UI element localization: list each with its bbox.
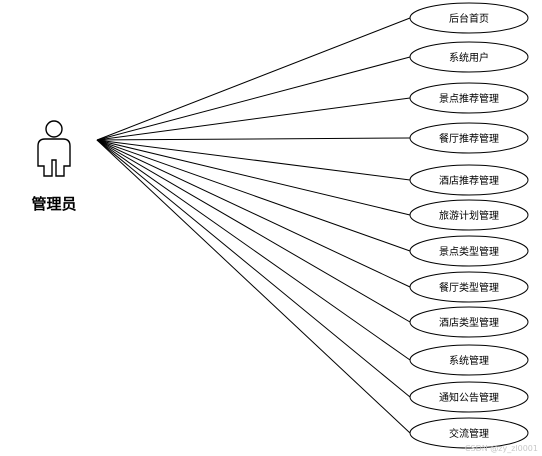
- actor-admin: 管理员: [31, 120, 77, 213]
- use-case: 餐厅推荐管理: [409, 122, 529, 154]
- use-case-label: 交流管理: [449, 427, 489, 440]
- use-case: 旅游计划管理: [409, 199, 529, 231]
- association-line: [96, 137, 411, 141]
- use-case-ellipse: [409, 344, 529, 376]
- use-case-label: 后台首页: [449, 12, 489, 25]
- association-line: [96, 139, 411, 398]
- association-line: [96, 17, 411, 141]
- use-case-ellipse: [409, 164, 529, 196]
- actor-label: 管理员: [31, 195, 76, 213]
- association-line: [96, 139, 411, 288]
- association-line: [96, 139, 411, 361]
- use-case-label: 系统管理: [449, 354, 489, 367]
- use-case: 餐厅类型管理: [409, 271, 529, 303]
- use-case-ellipse: [409, 122, 529, 154]
- use-case: 景点类型管理: [409, 235, 529, 267]
- association-line: [96, 139, 411, 216]
- use-case: 通知公告管理: [409, 381, 529, 413]
- use-case-label: 景点推荐管理: [439, 92, 499, 105]
- use-case-ellipse: [409, 82, 529, 114]
- use-case-label: 餐厅类型管理: [439, 281, 499, 294]
- association-line: [96, 139, 411, 434]
- use-case-label: 旅游计划管理: [439, 209, 499, 222]
- use-case-label: 通知公告管理: [439, 391, 499, 404]
- use-case: 酒店类型管理: [409, 306, 529, 338]
- association-line: [96, 139, 411, 252]
- actor-body: [37, 138, 71, 177]
- association-lines: [96, 17, 411, 434]
- use-case-ellipse: [409, 381, 529, 413]
- association-line: [96, 97, 411, 141]
- use-case: 系统用户: [409, 41, 529, 73]
- use-case-label: 酒店类型管理: [439, 316, 499, 329]
- use-case-ellipse: [409, 271, 529, 303]
- use-case: 后台首页: [409, 2, 529, 34]
- use-case-ellipse: [409, 235, 529, 267]
- association-line: [96, 139, 411, 323]
- association-line: [96, 139, 411, 181]
- use-case-ellipse: [409, 199, 529, 231]
- use-case-list: 后台首页系统用户景点推荐管理餐厅推荐管理酒店推荐管理旅游计划管理景点类型管理餐厅…: [409, 2, 529, 449]
- use-case-label: 酒店推荐管理: [439, 174, 499, 187]
- actor-head: [45, 120, 63, 138]
- use-case-ellipse: [409, 417, 529, 449]
- association-line: [96, 56, 411, 141]
- use-case-label: 餐厅推荐管理: [439, 132, 499, 145]
- use-case: 系统管理: [409, 344, 529, 376]
- use-case: 交流管理: [409, 417, 529, 449]
- use-case-ellipse: [409, 41, 529, 73]
- use-case-label: 系统用户: [449, 51, 489, 64]
- use-case: 景点推荐管理: [409, 82, 529, 114]
- use-case-ellipse: [409, 2, 529, 34]
- use-case-ellipse: [409, 306, 529, 338]
- use-case-label: 景点类型管理: [439, 245, 499, 258]
- use-case: 酒店推荐管理: [409, 164, 529, 196]
- watermark-text: CSDN @zy_zl0001: [465, 444, 538, 453]
